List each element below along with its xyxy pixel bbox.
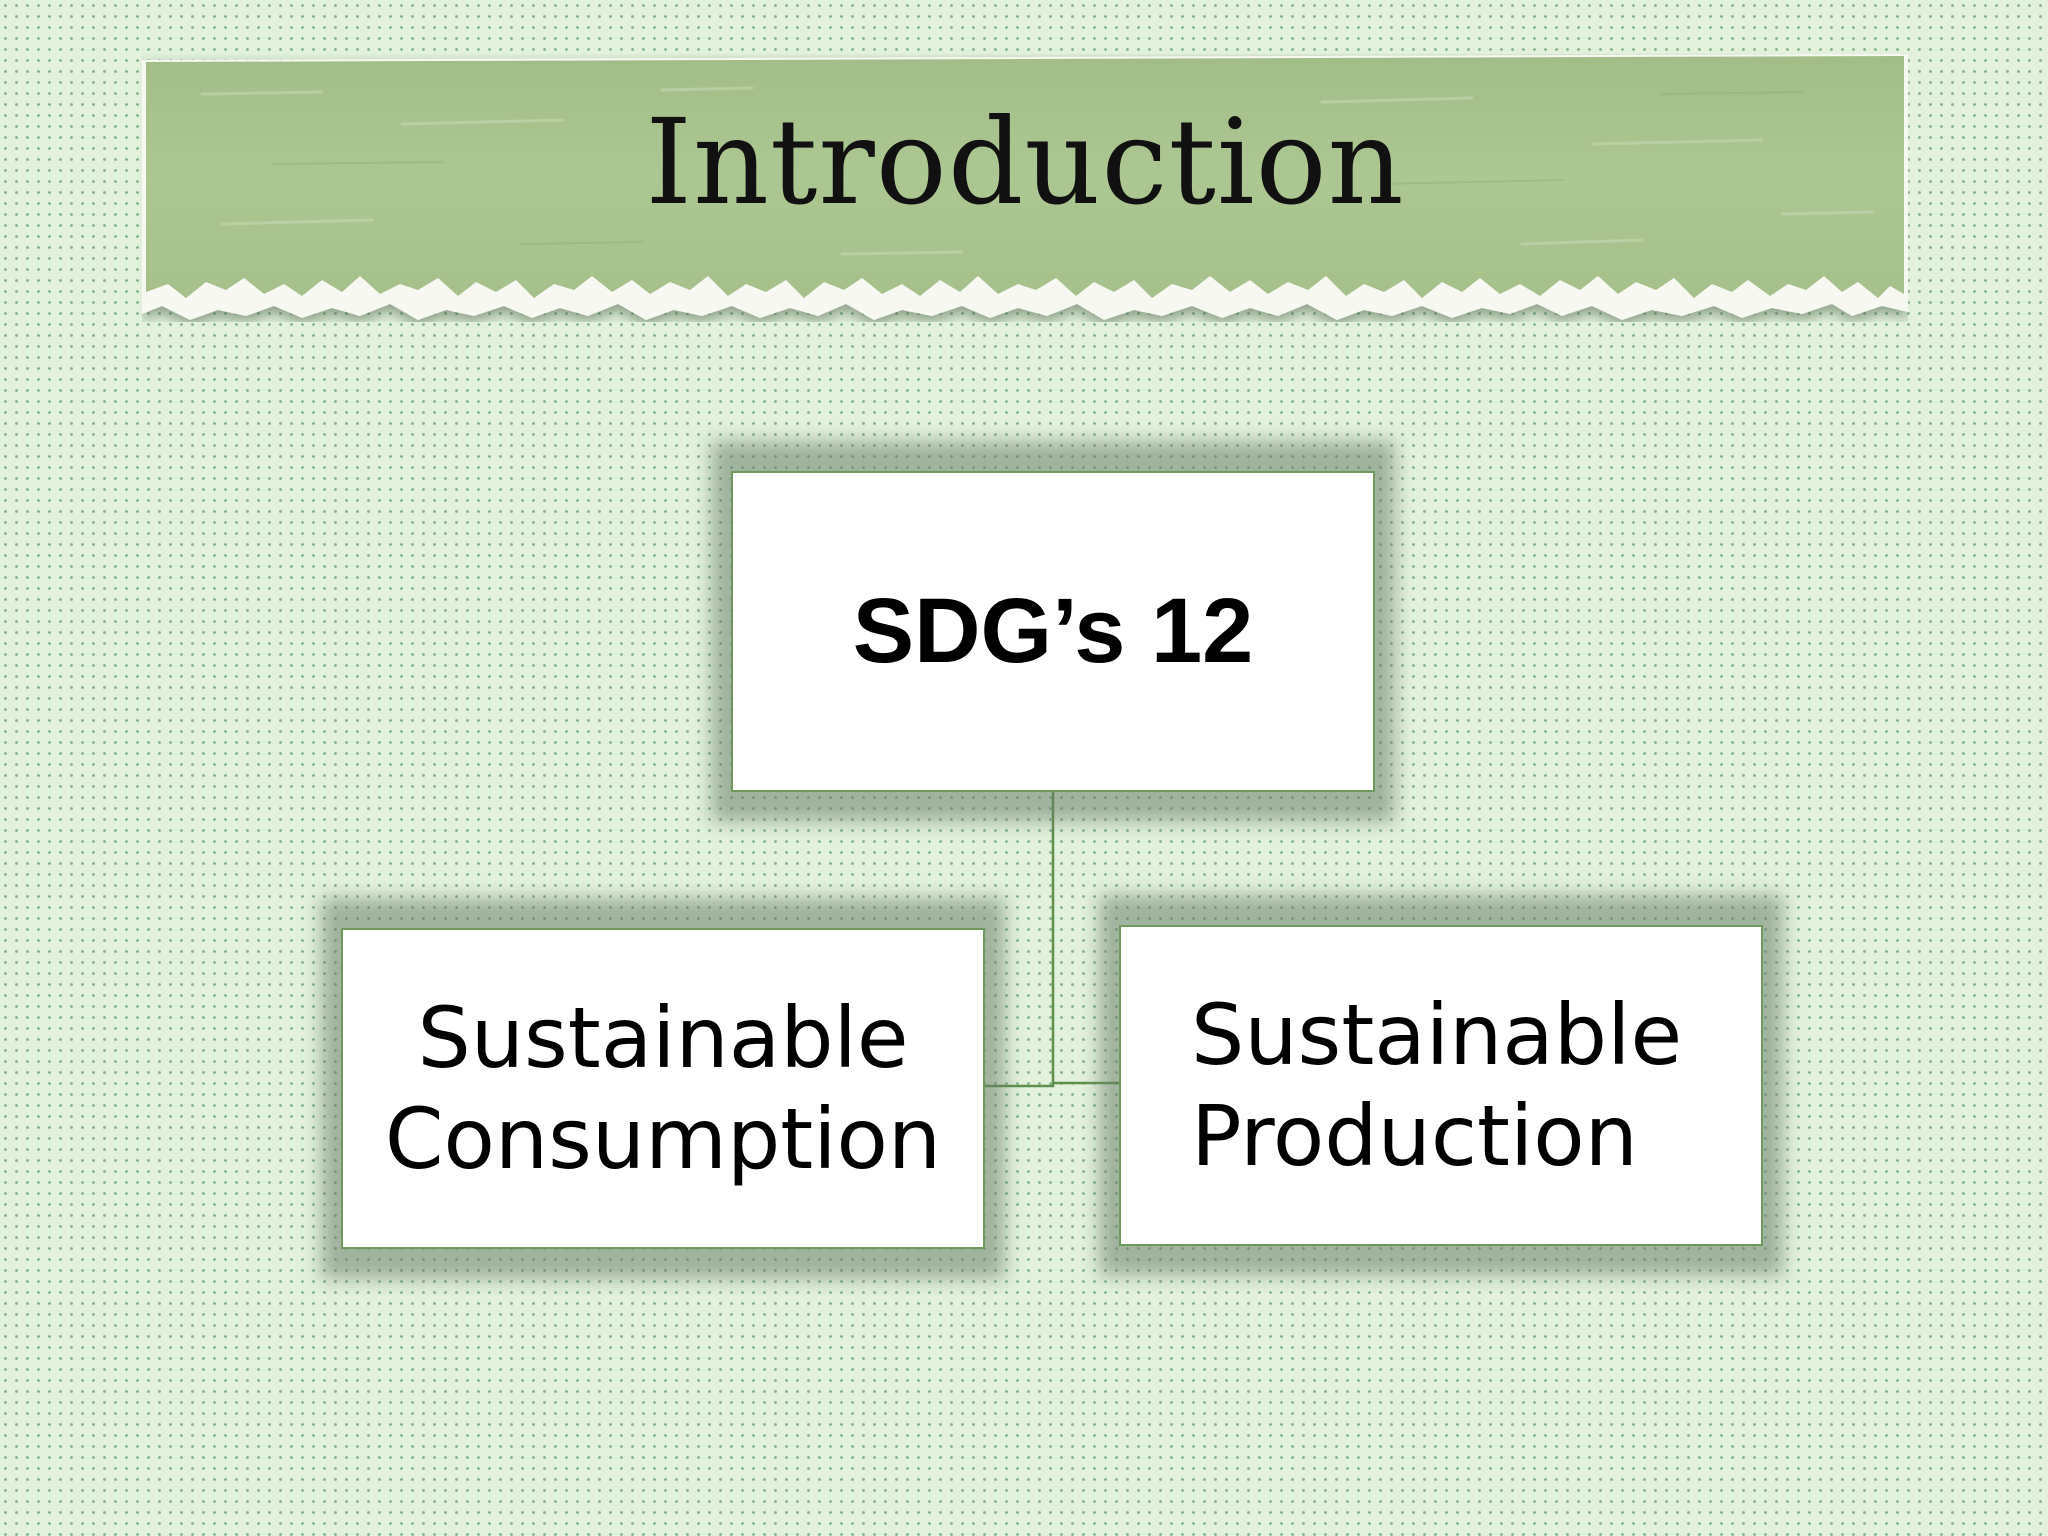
page-title: Introduction	[645, 93, 1405, 231]
node-sdg-12: SDG’s 12	[731, 471, 1375, 792]
banner-texture	[200, 86, 1874, 256]
title-banner: Introduction	[142, 54, 1908, 322]
banner-texture-dark	[271, 91, 1803, 245]
torn-paper-banner	[142, 54, 1908, 320]
connector-root-to-left	[985, 792, 1055, 1088]
node-sustainable-production-label: Sustainable Production	[1191, 985, 1683, 1185]
node-sdg-12-label: SDG’s 12	[852, 580, 1254, 682]
node-sustainable-consumption: Sustainable Consumption	[341, 928, 985, 1249]
banner-paper	[146, 56, 1904, 298]
node-sustainable-production: Sustainable Production	[1119, 925, 1763, 1246]
node-sustainable-consumption-label: Sustainable Consumption	[384, 988, 942, 1188]
